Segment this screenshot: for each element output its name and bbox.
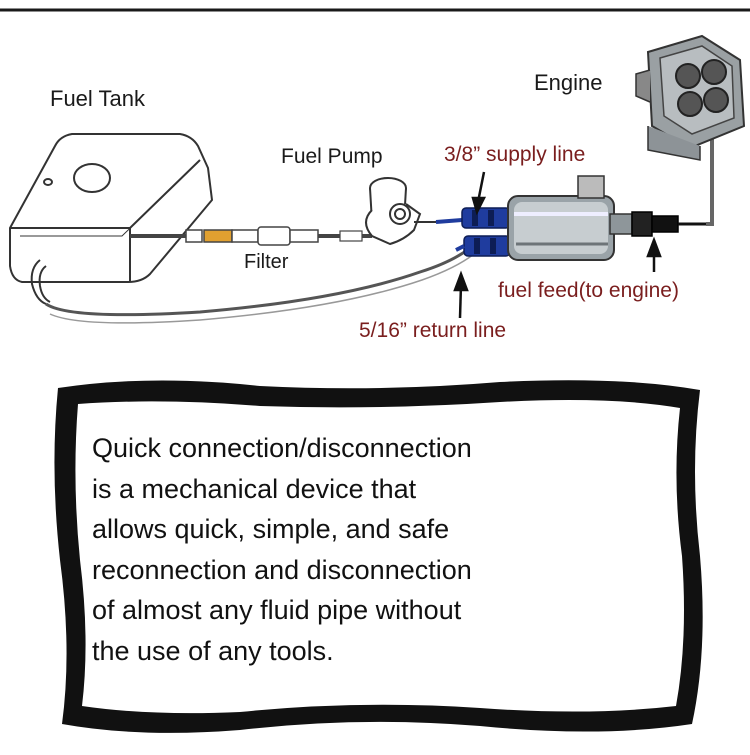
feed-line — [706, 120, 714, 226]
quick-connectors — [435, 207, 511, 257]
engine-label: Engine — [534, 70, 603, 95]
pointer-arrows — [453, 171, 662, 319]
fuel-tank-label: Fuel Tank — [50, 86, 145, 111]
electric-fuel-pump — [507, 175, 706, 261]
return-hose — [45, 246, 471, 317]
engine-drawing — [635, 34, 746, 161]
fuel-pump-drawing — [365, 177, 436, 246]
filter-label: Filter — [244, 251, 289, 273]
filter-body — [257, 226, 291, 246]
fuel-feed-label: fuel feed(to engine) — [498, 279, 679, 302]
supply-line-label: 3/8” supply line — [444, 143, 586, 166]
fuel-tank-drawing — [9, 133, 214, 305]
note-line: Quick connection/disconnection — [92, 433, 472, 463]
quick-connect-note: Quick connection/disconnection is a mech… — [92, 428, 562, 671]
return-line-label: 5/16” return line — [359, 319, 507, 342]
note-line: is a mechanical device that — [92, 473, 417, 504]
supply-hose — [130, 226, 372, 246]
note-line: the use of any tools. — [92, 635, 334, 666]
note-line: allows quick, simple, and safe — [92, 514, 450, 544]
note-line: of almost any fluid pipe without — [92, 595, 462, 625]
fuel-pump-label: Fuel Pump — [281, 145, 383, 168]
note-line: reconnection and disconnection — [92, 554, 472, 585]
